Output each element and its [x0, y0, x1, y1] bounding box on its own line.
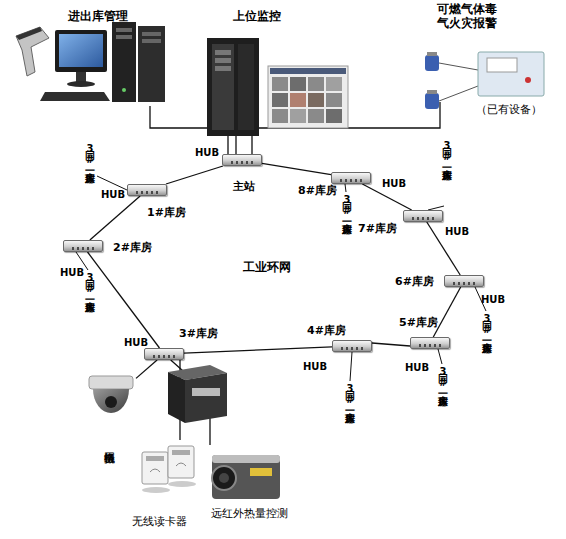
node-sublabel: HUB [382, 178, 406, 190]
note-label: 同3#库房一致 [84, 143, 96, 165]
node-label: 上位监控 [233, 10, 281, 24]
device-group: 网络摄像机 [84, 372, 136, 430]
network-hub: 4#库房HUB [332, 340, 372, 352]
node-sublabel: HUB [124, 337, 148, 349]
node-sublabel: HUB [445, 226, 469, 238]
server-tower [207, 38, 259, 136]
node-label: 2#库房 [113, 242, 152, 255]
note-label: 同3#库房一致 [481, 313, 493, 335]
node-label: 3#库房 [179, 328, 218, 341]
network-label: 工业环网 [243, 261, 291, 275]
node-label: 进出库管理 [68, 10, 128, 24]
network-cable [88, 252, 160, 348]
monitor-wall [268, 66, 348, 128]
node-label: 无线读卡器 [132, 516, 187, 529]
node-sublabel: 主站 [233, 181, 255, 194]
network-cable [136, 360, 157, 378]
network-cable [166, 166, 223, 184]
device-group: 可燃气体毒气火灾报警（已有设备） [422, 42, 550, 102]
node-label: HUB [101, 189, 125, 201]
gas-fire-alarm [425, 52, 544, 109]
network-hub: 2#库房HUB [63, 240, 103, 252]
network-cable [433, 287, 460, 337]
barcode-scanner [16, 27, 49, 76]
node-sublabel: （已有设备） [476, 104, 542, 117]
network-hub: HUB1#库房 [127, 184, 167, 196]
note-label: 同3#库房一致 [344, 383, 356, 405]
network-hub: 7#库房HUB [403, 210, 443, 222]
node-sublabel: HUB [60, 267, 84, 279]
node-label: 8#库房 [298, 185, 337, 198]
device-group: 无线读卡器 [140, 440, 198, 502]
node-label: 7#库房 [358, 223, 397, 236]
node-sublabel: 1#库房 [147, 207, 186, 220]
node-label: 4#库房 [307, 325, 346, 338]
note-label: 同3#库房一致 [437, 366, 449, 388]
network-cable [262, 163, 331, 174]
note-label: 同3#库房一致 [441, 140, 453, 162]
network-cable [90, 196, 140, 240]
card-reader [142, 446, 196, 493]
network-cable [184, 347, 332, 353]
network-hub: HUB主站 [222, 154, 262, 166]
network-cable [372, 343, 410, 346]
network-hub: 6#库房HUB [444, 275, 484, 287]
dome-camera [89, 376, 133, 413]
tower-computer [112, 22, 165, 102]
node-label: HUB [195, 147, 219, 159]
infrared-camera [212, 455, 280, 499]
node-sublabel: HUB [405, 362, 429, 374]
node-label: 5#库房 [399, 317, 438, 330]
node-label: 可燃气体毒气火灾报警 [437, 3, 499, 31]
controller-box [168, 365, 227, 423]
node-label: 远红外热量控测 [211, 508, 288, 521]
node-sublabel: HUB [481, 294, 505, 306]
note-label: 同3#库房一致 [341, 194, 353, 216]
desktop-monitor [40, 30, 110, 101]
device-group: 进出库管理 [12, 30, 170, 106]
device-group: 远红外热量控测 [205, 445, 287, 505]
network-cable [235, 136, 236, 154]
network-hub: 5#库房HUB [410, 337, 450, 349]
node-sublabel: HUB [303, 361, 327, 373]
network-hub: 8#库房HUB [331, 172, 371, 184]
leader-lines [76, 176, 486, 381]
note-label: 同3#库房一致 [84, 272, 96, 294]
network-hub: 3#库房HUB [144, 348, 184, 360]
device-group: 上位监控 [202, 32, 347, 136]
node-label: 6#库房 [395, 276, 434, 289]
